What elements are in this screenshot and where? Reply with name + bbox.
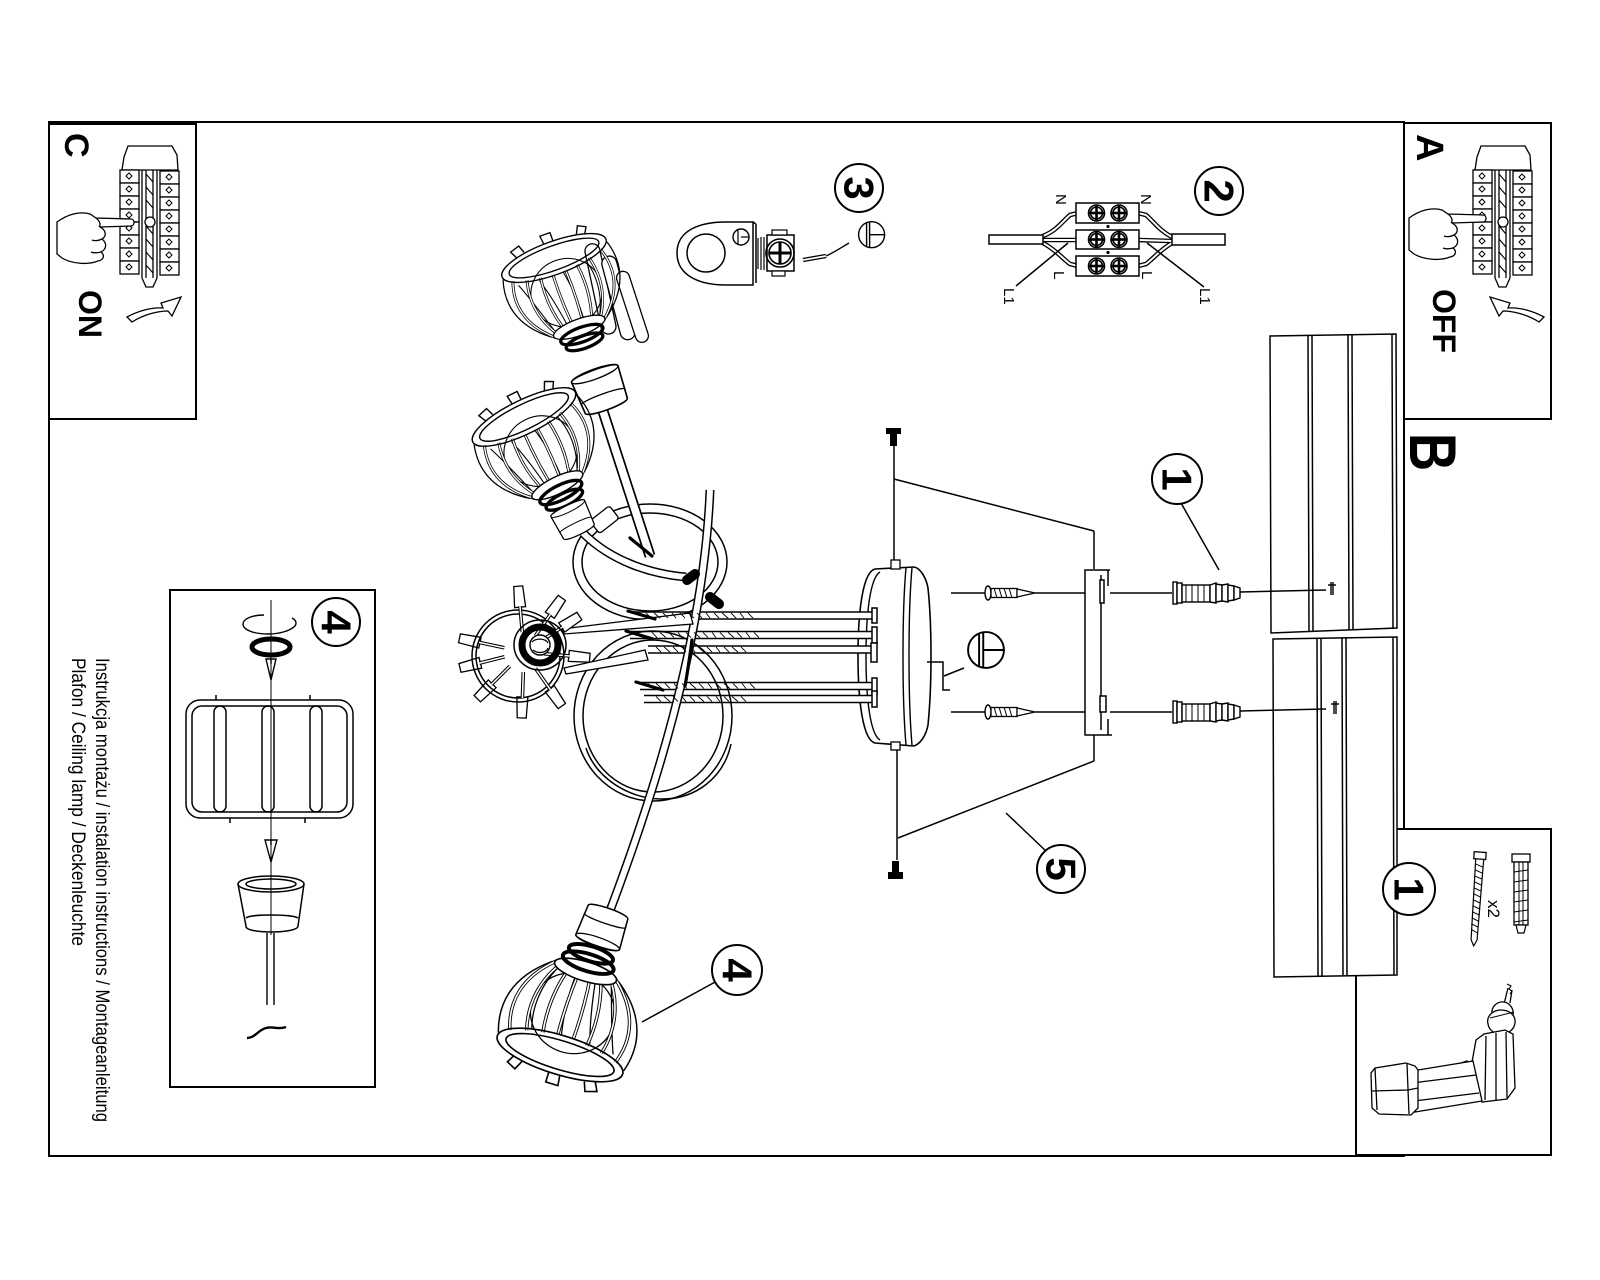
svg-text:Plafon / Ceiling lamp / Decken: Plafon / Ceiling lamp / Deckenleuchte — [67, 658, 88, 946]
svg-text:B: B — [1396, 433, 1470, 471]
svg-text:N: N — [1052, 194, 1069, 205]
svg-text:x2: x2 — [1484, 900, 1503, 918]
svg-text:OFF: OFF — [1426, 289, 1462, 353]
svg-text:4: 4 — [714, 958, 761, 982]
svg-text:2: 2 — [1196, 179, 1243, 202]
svg-text:3: 3 — [836, 176, 883, 199]
svg-text:1: 1 — [1154, 467, 1201, 490]
svg-text:L: L — [1138, 271, 1155, 279]
svg-text:L1: L1 — [1196, 288, 1213, 305]
svg-text:A: A — [1408, 134, 1450, 161]
svg-text:Instrukcja montażu / instalati: Instrukcja montażu / instalation instruc… — [91, 658, 112, 1122]
svg-text:1: 1 — [1386, 877, 1433, 900]
svg-text:4: 4 — [313, 610, 360, 634]
svg-text:L: L — [1050, 271, 1067, 279]
svg-text:L1: L1 — [1000, 288, 1017, 305]
svg-text:N: N — [1137, 194, 1154, 205]
svg-text:ON: ON — [72, 290, 108, 338]
svg-text:5: 5 — [1038, 857, 1085, 880]
svg-text:C: C — [57, 133, 95, 158]
